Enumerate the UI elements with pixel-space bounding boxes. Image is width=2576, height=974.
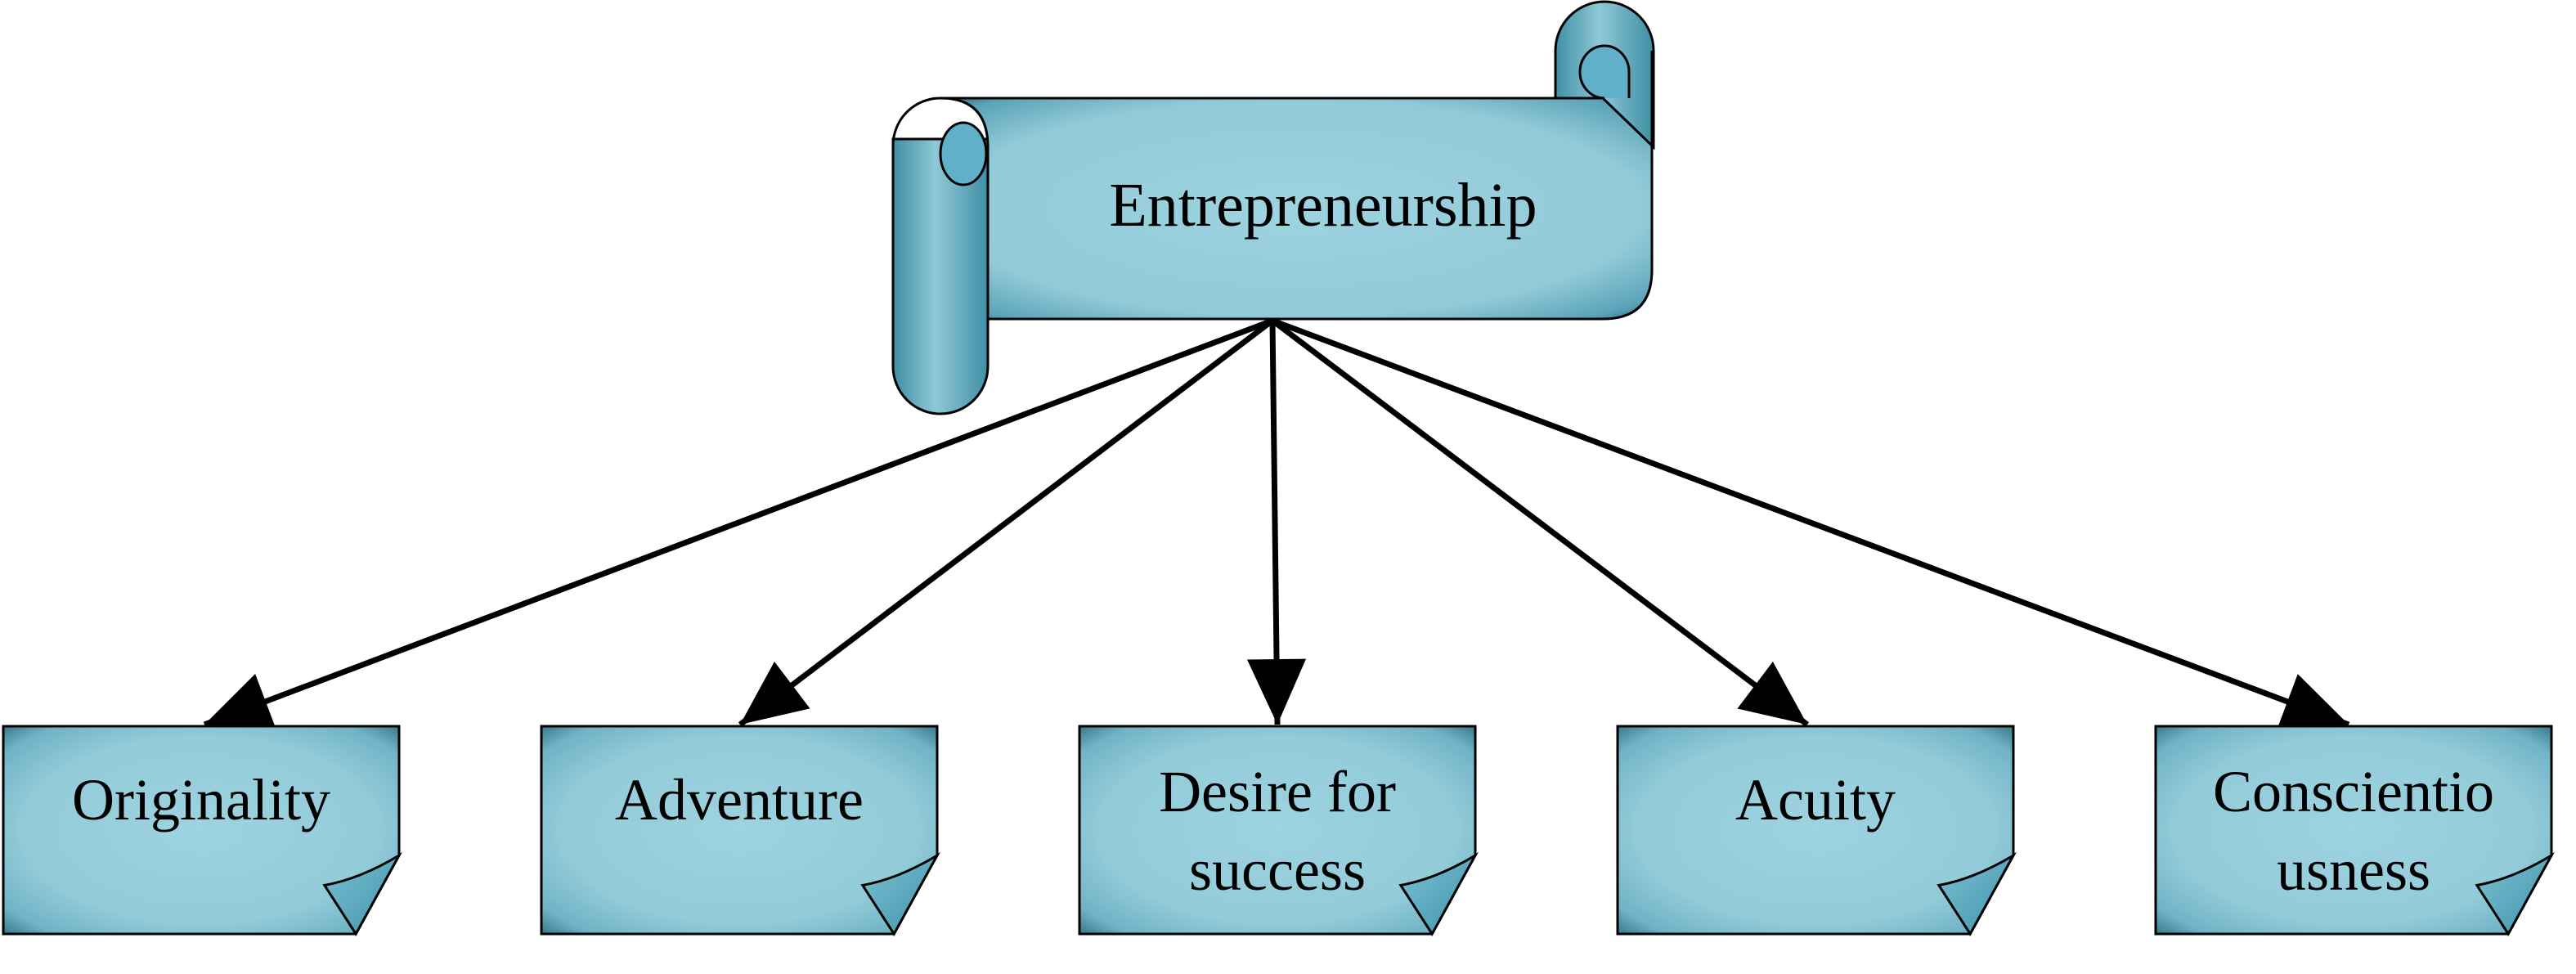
child-label-line: Adventure <box>615 767 864 833</box>
folded-corner <box>1398 851 1479 936</box>
scroll-left-curl-shade <box>940 153 964 186</box>
child-node-conscientio-usness: Conscientio usness <box>2154 725 2555 936</box>
scroll-right-curl <box>1578 44 1631 100</box>
root-node-entrepreneurship: Entrepreneurship <box>891 0 1655 415</box>
child-label-line: Desire for <box>1159 759 1396 824</box>
arrowhead-originality <box>204 674 276 729</box>
child-label-line: Acuity <box>1735 767 1896 833</box>
arrow-to-originality <box>203 317 1274 728</box>
child-node-originality: Originality <box>2 725 402 936</box>
folded-corner <box>1936 851 2017 936</box>
arrowhead-desire-for-success <box>1247 658 1307 725</box>
child-label-line: Originality <box>72 767 330 833</box>
child-node-adventure: Adventure <box>540 725 940 936</box>
arrowhead-conscientio-usness <box>2277 674 2349 729</box>
child-label-line: Conscientio <box>2213 759 2494 824</box>
arrow-to-acuity <box>1270 318 1810 727</box>
folded-corner <box>322 851 402 936</box>
arrowhead-adventure <box>740 661 810 725</box>
arrow-to-desire-for-success <box>1269 320 1281 725</box>
scroll-left-roll <box>891 137 990 415</box>
child-nodes: Originality Adventure Desire for success Acu… <box>2 725 2555 936</box>
child-label-line: success <box>1189 837 1366 903</box>
folded-corner <box>2475 851 2555 936</box>
arrowhead-acuity <box>1737 662 1807 725</box>
child-node-desire-for-success: Desire for success <box>1078 725 1479 936</box>
arrow-to-adventure <box>738 318 1275 727</box>
scroll-left-curl <box>891 97 941 164</box>
arrow-to-conscientio-usness <box>1271 317 2350 728</box>
root-label: Entrepreneurship <box>1109 171 1537 240</box>
folded-corner <box>860 851 940 936</box>
child-node-acuity: Acuity <box>1616 725 2017 936</box>
arrows <box>203 317 2350 729</box>
child-label-line: usness <box>2277 837 2430 903</box>
